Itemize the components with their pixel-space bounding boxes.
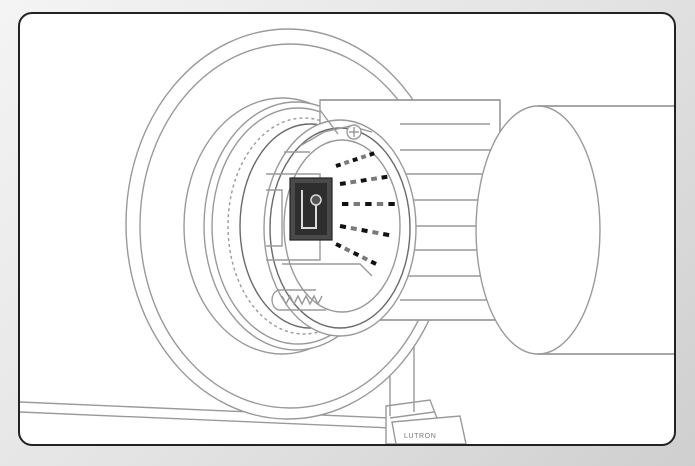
led-indicator-markers (335, 151, 395, 266)
led-marker-dash (372, 230, 379, 236)
led-marker-dash (382, 232, 390, 238)
led-marker-dash (343, 246, 351, 253)
brand-label: LUTRON (404, 433, 436, 440)
shade-motor-illustration: LUTRON (20, 28, 674, 444)
led-marker-dash (350, 226, 358, 232)
fabric-roll (475, 105, 674, 355)
led-marker-dash (360, 154, 367, 160)
led-marker-dash (381, 174, 388, 180)
led-marker-dash (352, 251, 360, 258)
brand-plate: LUTRON (391, 415, 467, 444)
led-marker-dash (339, 181, 347, 186)
led-marker-dash (335, 162, 342, 168)
led-marker-dash (352, 156, 359, 163)
program-button-icon (289, 177, 333, 241)
led-marker-dash (335, 242, 342, 249)
led-marker-dash (370, 176, 378, 182)
torsion-spring-icon (271, 289, 326, 311)
illustration-frame: LUTRON (18, 12, 676, 446)
led-marker-dash (361, 255, 369, 262)
led-marker-dash (343, 159, 350, 166)
led-marker-dash (360, 177, 367, 183)
led-marker-dash (350, 179, 357, 185)
led-marker-dash (361, 228, 368, 234)
led-marker-dash (368, 151, 375, 157)
led-marker-dash (370, 259, 377, 266)
led-marker-dash (339, 224, 347, 230)
